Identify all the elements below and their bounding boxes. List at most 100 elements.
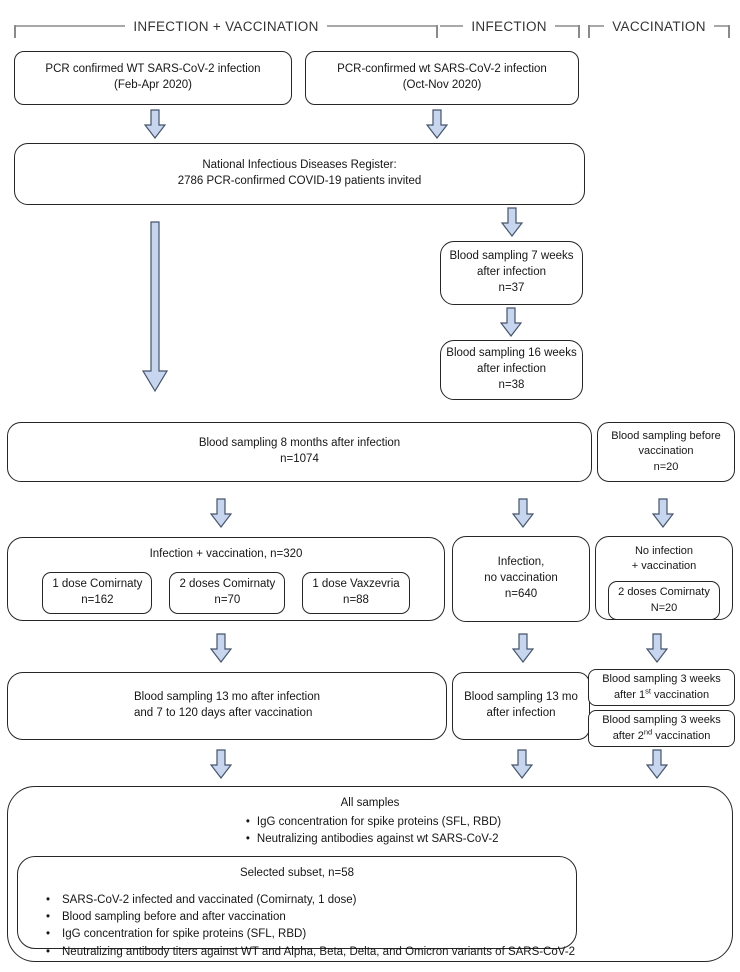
box-text: after 2nd vaccination: [612, 726, 711, 742]
box-selected-subset: Selected subset, n=58 SARS-CoV-2 infecte…: [17, 856, 577, 958]
box-text: (Feb-Apr 2020): [114, 79, 192, 91]
box-all-samples: All samples IgG concentration for spike …: [7, 786, 733, 962]
box-text: Blood sampling 13 mo: [464, 691, 578, 704]
box-sampling-7-weeks: Blood sampling 7 weeks after infection n…: [440, 241, 583, 305]
long-down-arrow-icon: [142, 221, 168, 393]
box-1-dose-vaxzevria: 1 dose Vaxzevria n=88: [302, 571, 410, 614]
bracket-line: [554, 25, 579, 27]
bracket-line: [326, 25, 437, 27]
box-infection-vaccination-group: Infection + vaccination, n=320 1 dose Co…: [7, 537, 445, 621]
results-title: All samples: [340, 797, 400, 809]
box-text: Blood sampling 13 mo after infection: [133, 691, 321, 704]
bracket-line: [15, 25, 126, 27]
box-text: 1 dose Vaxzevria: [312, 577, 400, 590]
box-sampling-3wk-after-1st: Blood sampling 3 weeks after 1st vaccina…: [588, 669, 735, 706]
dose-subboxes: 1 dose Comirnaty n=162 2 doses Comirnaty…: [42, 571, 410, 614]
box-count: n=640: [504, 587, 538, 600]
box-pcr-confirmed-oct-nov: PCR-confirmed wt SARS-CoV-2 infection (O…: [305, 51, 579, 105]
all-samples-bullet-list: IgG concentration for spike proteins (SF…: [239, 814, 501, 849]
box-text: 2 doses Comirnaty: [179, 577, 276, 590]
box-text: National Infectious Diseases Register:: [202, 159, 397, 172]
bracket-tick: [14, 24, 16, 38]
box-text: after 1st vaccination: [613, 685, 710, 701]
down-arrow-icon: [646, 633, 668, 663]
box-text: Blood sampling 16 weeks: [446, 347, 577, 360]
down-arrow-icon: [210, 498, 232, 528]
box-sampling-16-weeks: Blood sampling 16 weeks after infection …: [440, 340, 583, 400]
box-text: 2 doses Comirnaty: [618, 586, 710, 599]
bullet-item: IgG concentration for spike proteins (SF…: [34, 926, 575, 943]
box-text: after infection: [476, 363, 547, 376]
box-count: n=1074: [280, 453, 319, 465]
bracket-line: [713, 25, 729, 27]
box-text: PCR confirmed WT SARS-CoV-2 infection: [45, 63, 261, 76]
box-text: No infection: [634, 545, 694, 557]
bracket-tick: [436, 24, 439, 38]
down-arrow-icon: [426, 109, 448, 139]
column-header-label: INFECTION: [471, 18, 547, 34]
down-arrow-icon: [652, 498, 674, 528]
subset-title: Selected subset, n=58: [239, 867, 355, 879]
box-infection-no-vaccination: Infection, no vaccination n=640: [452, 536, 590, 622]
column-header-infection-vaccination: INFECTION + VACCINATION: [14, 13, 439, 39]
box-sampling-13mo-and-vaccination: Blood sampling 13 mo after infection and…: [7, 672, 447, 740]
bracket-line: [589, 25, 605, 27]
box-text: 2786 PCR-confirmed COVID-19 patients inv…: [177, 175, 422, 187]
box-text: Blood sampling 7 weeks: [449, 250, 574, 263]
box-text: Blood sampling 8 months after infection: [198, 437, 401, 450]
bracket-tick: [728, 24, 730, 38]
box-text: Blood sampling 3 weeks: [602, 673, 721, 686]
box-text: PCR-confirmed wt SARS-CoV-2 infection: [337, 63, 547, 76]
box-sampling-13mo: Blood sampling 13 mo after infection: [452, 672, 590, 740]
box-count: n=37: [498, 281, 525, 294]
down-arrow-icon: [511, 749, 533, 779]
bullet-item: Blood sampling before and after vaccinat…: [34, 909, 575, 926]
down-arrow-icon: [512, 633, 534, 663]
column-header-infection: INFECTION: [440, 13, 580, 39]
down-arrow-icon: [210, 633, 232, 663]
bracket-tick: [578, 24, 580, 38]
down-arrow-icon: [144, 109, 166, 139]
box-sampling-8-months: Blood sampling 8 months after infection …: [7, 422, 592, 482]
box-sampling-3wk-after-2nd: Blood sampling 3 weeks after 2nd vaccina…: [588, 710, 735, 747]
box-2-doses-comirnaty: 2 doses Comirnaty n=70: [169, 571, 286, 614]
down-arrow-icon: [646, 749, 668, 779]
bullet-item: Neutralizing antibody titers against WT …: [34, 944, 575, 961]
box-1-dose-comirnaty: 1 dose Comirnaty n=162: [42, 571, 153, 614]
box-2-doses-comirnaty-n20: 2 doses Comirnaty N=20: [608, 581, 720, 620]
box-count: n=88: [343, 593, 369, 606]
box-count: n=38: [498, 378, 525, 391]
box-count: n=70: [214, 593, 241, 606]
column-header-label: INFECTION + VACCINATION: [133, 18, 319, 34]
bullet-item: Neutralizing antibodies against wt SARS-…: [239, 831, 501, 848]
bracket-line: [440, 25, 464, 27]
down-arrow-icon: [210, 749, 232, 779]
bullet-item: SARS-CoV-2 infected and vaccinated (Comi…: [34, 892, 575, 909]
box-text: and 7 to 120 days after vaccination: [133, 707, 313, 719]
box-text: after infection: [486, 707, 556, 719]
box-count: n=162: [81, 593, 114, 606]
box-national-register: National Infectious Diseases Register: 2…: [14, 143, 585, 205]
down-arrow-icon: [501, 207, 523, 237]
box-sampling-before-vaccination: Blood sampling before vaccination n=20: [597, 422, 735, 482]
box-count: N=20: [650, 601, 678, 614]
box-text: Blood sampling before: [611, 430, 721, 443]
box-text: 1 dose Comirnaty: [52, 577, 143, 590]
box-text: Infection,: [497, 556, 545, 569]
box-no-infection-vaccination: No infection + vaccination 2 doses Comir…: [595, 536, 733, 620]
box-text: after infection: [476, 266, 547, 279]
down-arrow-icon: [500, 307, 522, 337]
down-arrow-icon: [512, 498, 534, 528]
bracket-tick: [588, 24, 590, 38]
box-pcr-confirmed-feb-apr: PCR confirmed WT SARS-CoV-2 infection (F…: [14, 51, 292, 105]
column-header-vaccination: VACCINATION: [588, 13, 730, 39]
box-text: no vaccination: [484, 572, 558, 585]
subset-bullet-list: SARS-CoV-2 infected and vaccinated (Comi…: [18, 892, 575, 961]
group-title: Infection + vaccination, n=320: [149, 548, 303, 560]
column-header-label: VACCINATION: [612, 18, 706, 34]
box-text: (Oct-Nov 2020): [402, 79, 482, 91]
box-text: vaccination: [638, 445, 694, 458]
box-count: n=20: [653, 460, 679, 473]
box-text: + vaccination: [631, 560, 697, 573]
